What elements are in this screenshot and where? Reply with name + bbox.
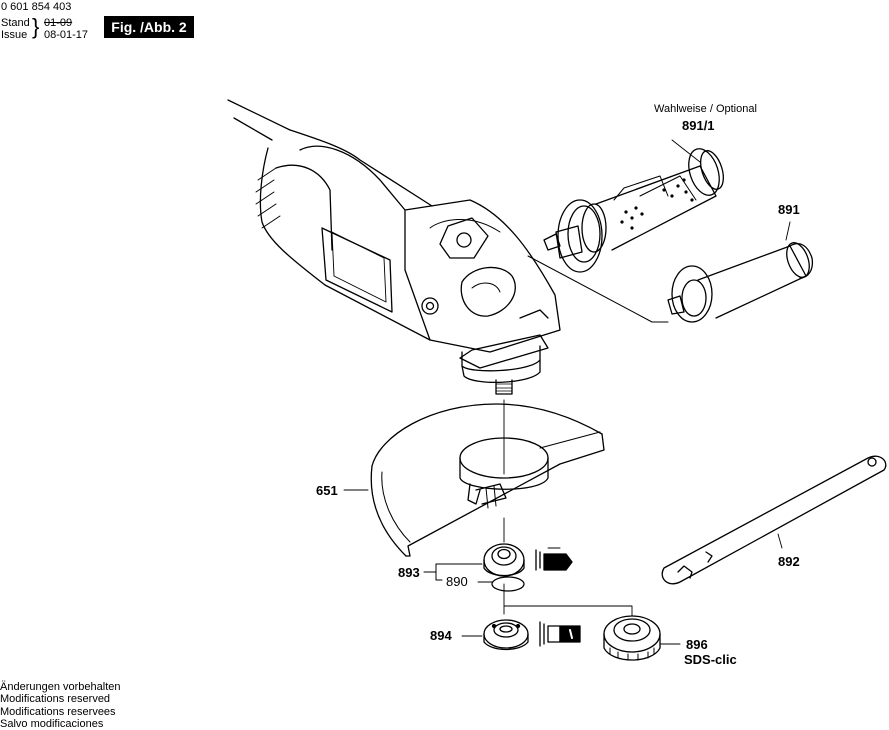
- clamping-nut-894: [483, 619, 529, 651]
- brace-symbol: }: [32, 14, 40, 39]
- o-ring-890: [491, 576, 525, 592]
- flange-893: [483, 543, 525, 577]
- callout-894: 894: [430, 628, 452, 643]
- guard-651: [370, 403, 605, 557]
- note-fr: Modifications reservees: [0, 705, 116, 718]
- quick-nut-896: [603, 615, 661, 661]
- callout-896: 896: [686, 637, 708, 652]
- part-number: 0 601 854 403: [1, 1, 72, 13]
- grinder-body: [227, 99, 561, 395]
- spanner-892: [661, 455, 887, 585]
- nut-orientation-icon-lower: [539, 621, 581, 647]
- issue-label: Issue: [1, 29, 28, 41]
- note-de: Änderungen vorbehalten: [0, 681, 121, 693]
- date-new: 08-01-17: [44, 29, 89, 41]
- callout-892: 892: [778, 554, 800, 569]
- figure-label: Fig. /Abb. 2: [104, 16, 194, 38]
- callout-890: 890: [446, 574, 468, 589]
- date-old: 01-09: [44, 17, 73, 29]
- flange-orientation-icon-upper: [535, 547, 573, 571]
- side-handle-891: [667, 242, 814, 323]
- note-es: Salvo modificaciones: [0, 717, 104, 730]
- callout-893: 893: [398, 565, 420, 580]
- callout-891: 891: [778, 202, 800, 217]
- callout-891-1: 891/1: [682, 118, 715, 133]
- stand-label: Stand: [1, 17, 30, 29]
- sds-clic-label: SDS-clic: [684, 652, 737, 667]
- callout-651: 651: [316, 483, 338, 498]
- footer-notes: Änderungen vorbehalten Modifications res…: [0, 681, 120, 730]
- optional-note: Wahlweise / Optional: [654, 103, 757, 115]
- optional-handle-891-1: [543, 148, 724, 273]
- note-en: Modifications reserved: [0, 693, 111, 706]
